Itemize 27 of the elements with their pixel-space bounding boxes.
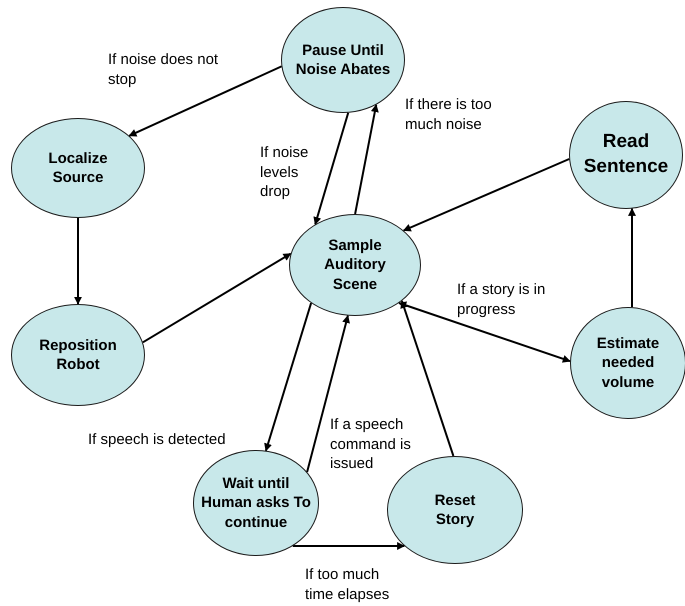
arrow: [628, 208, 636, 308]
state-label: Read Sentence: [582, 130, 670, 179]
arrow: [398, 302, 571, 363]
arrow: [292, 542, 406, 550]
arrow: [354, 104, 379, 214]
state-label: Pause Until Noise Abates: [294, 40, 392, 80]
edge-label: If noise levels drop: [260, 143, 310, 202]
arrow: [313, 112, 350, 226]
arrow: [306, 314, 350, 472]
arrow: [402, 158, 570, 232]
state-label: Wait until Human asks To continue: [200, 474, 312, 532]
arrow: [264, 302, 312, 452]
arrow: [128, 65, 282, 137]
edge-label: If a story is in progress: [457, 280, 546, 319]
edge-label: If noise does not stop: [108, 50, 220, 89]
state-label: Localize Source: [47, 148, 109, 188]
edge-label: If speech is detected: [88, 430, 227, 450]
state-label: Estimate needed volume: [596, 334, 660, 392]
arrow: [74, 218, 82, 305]
arrow: [142, 252, 292, 344]
state-label: Reset Story: [434, 490, 476, 530]
state-label: Sample Auditory Scene: [323, 236, 387, 294]
state-label: Reposition Robot: [38, 336, 118, 374]
arrow: [400, 300, 454, 456]
edge-label: If a speech command is issued: [330, 415, 412, 474]
edge-label: If there is too much noise: [405, 95, 493, 134]
edge-label: If too much time elapses: [305, 565, 390, 604]
